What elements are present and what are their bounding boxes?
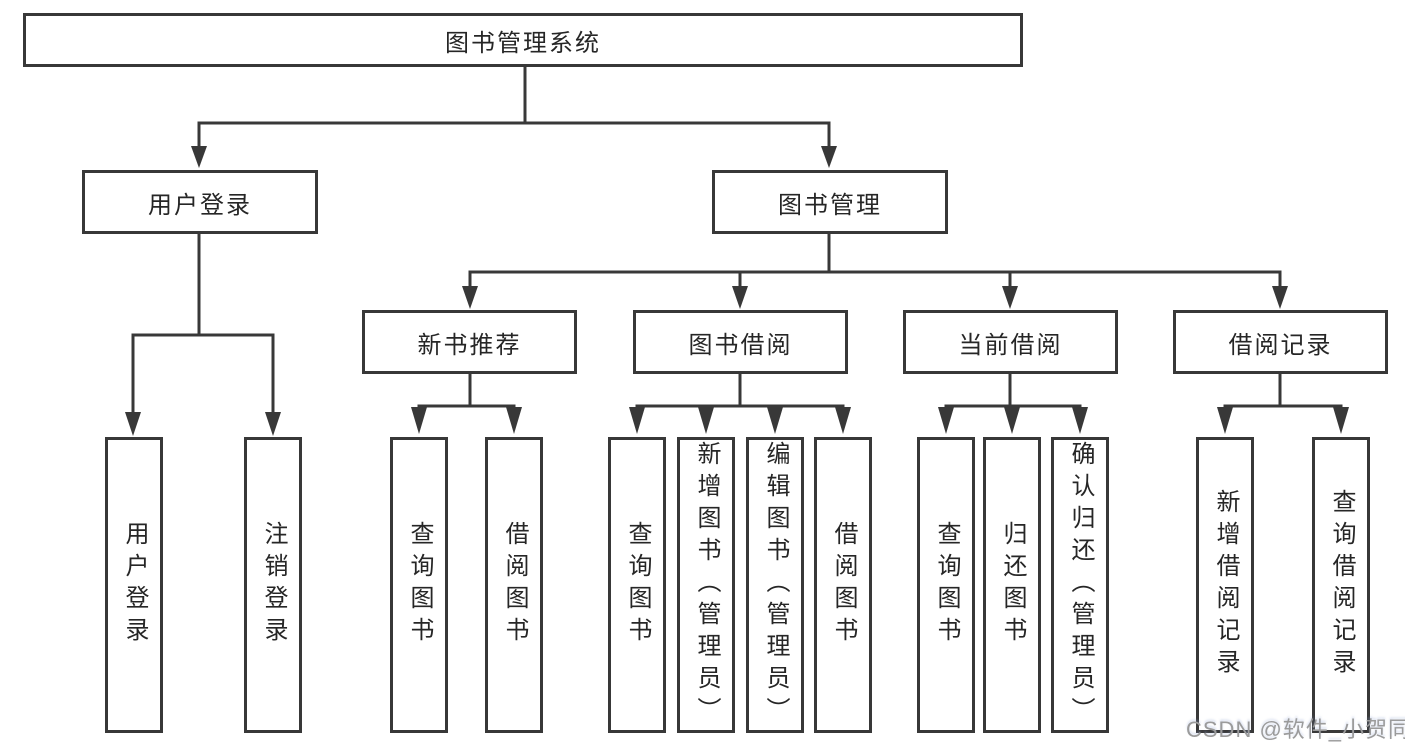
node-label: 借阅图书 xyxy=(501,521,528,649)
node-label: 编辑图书（管理员） xyxy=(762,441,789,729)
node-label: 查询借阅记录 xyxy=(1328,489,1355,681)
leaf-query-borrow-record: 查询借阅记录 xyxy=(1312,437,1370,733)
node-label: 查询图书 xyxy=(406,521,433,649)
node-book-borrowing: 图书借阅 xyxy=(633,310,848,374)
node-label: 查询图书 xyxy=(933,521,960,649)
leaf-return-book: 归还图书 xyxy=(983,437,1041,733)
node-current-borrowing: 当前借阅 xyxy=(903,310,1118,374)
node-label: 新书推荐 xyxy=(417,331,522,359)
leaf-add-borrow-record: 新增借阅记录 xyxy=(1196,437,1254,733)
node-label: 借阅记录 xyxy=(1228,331,1333,359)
leaf-edit-book-admin: 编辑图书（管理员） xyxy=(746,437,804,733)
leaf-user-login: 用户登录 xyxy=(105,437,163,733)
node-label: 新增图书（管理员） xyxy=(693,441,720,729)
node-label: 用户登录 xyxy=(148,191,252,219)
leaf-confirm-return-admin: 确认归还（管理员） xyxy=(1051,437,1109,733)
node-label: 查询图书 xyxy=(624,521,651,649)
node-label: 用户登录 xyxy=(121,521,148,649)
leaf-borrow-books-borrowing: 借阅图书 xyxy=(814,437,872,733)
leaf-add-book-admin: 新增图书（管理员） xyxy=(677,437,735,733)
node-borrowing-records: 借阅记录 xyxy=(1173,310,1388,374)
node-label: 当前借阅 xyxy=(958,331,1063,359)
node-label: 借阅图书 xyxy=(830,521,857,649)
node-label: 确认归还（管理员） xyxy=(1067,441,1094,729)
node-label: 归还图书 xyxy=(999,521,1026,649)
leaf-query-books-current: 查询图书 xyxy=(917,437,975,733)
node-book-management: 图书管理 xyxy=(712,170,948,234)
leaf-query-books-recommendation: 查询图书 xyxy=(390,437,448,733)
node-label: 图书借阅 xyxy=(688,331,793,359)
node-label: 图书管理 xyxy=(778,191,882,219)
node-label: 图书管理系统 xyxy=(445,29,601,57)
node-label: 新增借阅记录 xyxy=(1212,489,1239,681)
leaf-logout: 注销登录 xyxy=(244,437,302,733)
csdn-watermark: CSDN @软件_小贺同学 xyxy=(1186,717,1405,742)
node-label: 注销登录 xyxy=(260,521,287,649)
node-user-login: 用户登录 xyxy=(82,170,318,234)
leaf-borrow-books-recommendation: 借阅图书 xyxy=(485,437,543,733)
node-new-book-recommendation: 新书推荐 xyxy=(362,310,577,374)
node-library-management-system: 图书管理系统 xyxy=(23,13,1023,67)
leaf-query-books-borrowing: 查询图书 xyxy=(608,437,666,733)
